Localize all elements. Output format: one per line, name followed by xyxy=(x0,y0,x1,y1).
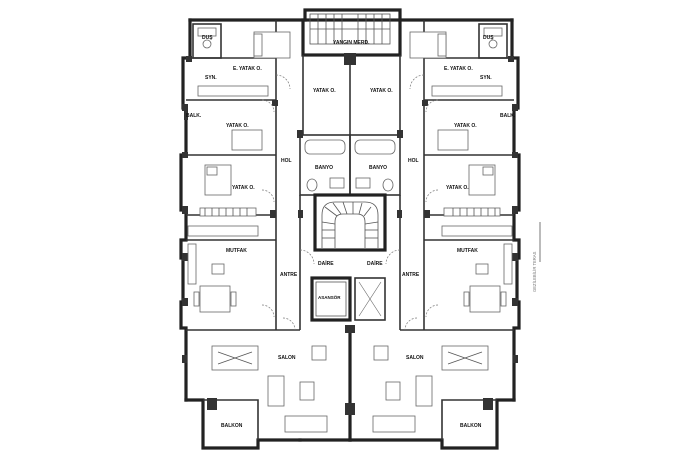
wardrobes xyxy=(187,85,513,285)
label-yatak-top-right: YATAK O. xyxy=(370,88,393,94)
label-syn-right: SYN. xyxy=(480,75,492,81)
label-daire-left: DAİRE xyxy=(318,260,334,267)
label-banyo-left: BANYO xyxy=(315,165,333,171)
label-yatak-mid-right: YATAK O. xyxy=(454,123,477,129)
structural-columns xyxy=(182,53,518,415)
label-daire-right: DAİRE xyxy=(367,260,383,267)
exterior-walls xyxy=(179,8,521,450)
salon-furniture xyxy=(211,345,489,433)
label-antre-left: ANTRE xyxy=(280,272,298,278)
label-dus-left: DUŞ xyxy=(202,35,213,41)
label-asansor: ASANSÖR xyxy=(318,294,341,300)
label-yangin-merd: YANGIN MERD. xyxy=(333,40,370,46)
label-balkon-left: BALKON xyxy=(221,423,243,429)
kitchen-furniture xyxy=(193,263,507,313)
label-banyo-right: BANYO xyxy=(369,165,387,171)
label-e-yatak-left: E. YATAK O. xyxy=(233,66,262,72)
label-mutfak-right: MUTFAK xyxy=(457,248,478,254)
label-syn-left: SYN. xyxy=(205,75,217,81)
label-balk-right: BALK. xyxy=(500,113,516,119)
label-hol-left: HOL xyxy=(281,158,292,164)
terrace-note: GEZİLEBİLİR TERAS xyxy=(532,222,541,292)
label-e-yatak-right: E. YATAK O. xyxy=(444,66,473,72)
fire-stair xyxy=(309,13,391,45)
label-yatak-low-left: YATAK O. xyxy=(232,185,255,191)
room-labels: YANGIN MERD. DUŞ DUŞ E. YATAK O. E. YATA… xyxy=(186,35,516,429)
label-yatak-top-left: YATAK O. xyxy=(313,88,336,94)
label-salon-left: SALON xyxy=(278,355,296,361)
beds xyxy=(204,31,496,196)
label-balkon-right: BALKON xyxy=(460,423,482,429)
bathroom-fixtures xyxy=(197,27,503,192)
label-yatak-mid-left: YATAK O. xyxy=(226,123,249,129)
door-swings xyxy=(261,74,439,331)
label-antre-right: ANTRE xyxy=(402,272,420,278)
label-salon-right: SALON xyxy=(406,355,424,361)
elevator-shaft xyxy=(315,281,382,317)
label-balk-left: BALK. xyxy=(186,113,202,119)
side-note-text: GEZİLEBİLİR TERAS xyxy=(532,251,537,292)
label-hol-right: HOL xyxy=(408,158,419,164)
label-dus-right: DUŞ xyxy=(483,35,494,41)
label-yatak-low-right: YATAK O. xyxy=(446,185,469,191)
main-stair xyxy=(321,201,379,248)
label-mutfak-left: MUTFAK xyxy=(226,248,247,254)
